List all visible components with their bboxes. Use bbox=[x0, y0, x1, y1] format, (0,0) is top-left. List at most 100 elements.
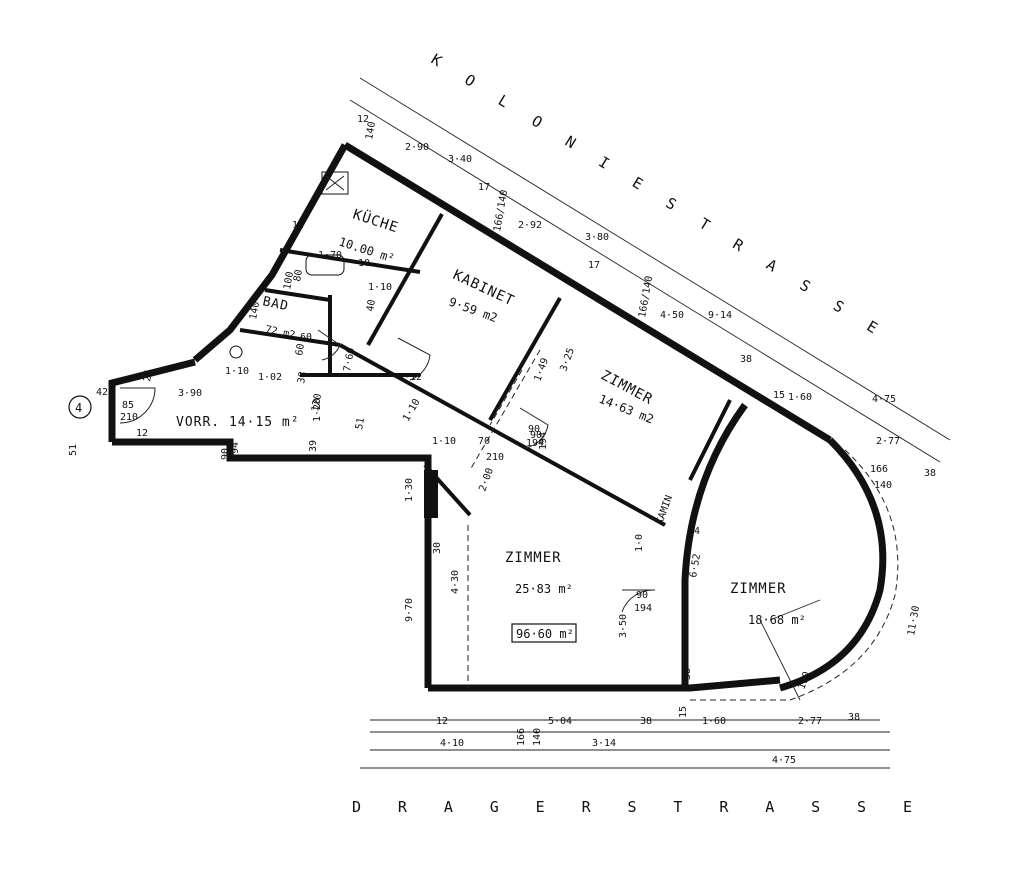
dimension-label: 1·60 bbox=[788, 392, 812, 403]
dimension-label: 25 bbox=[142, 369, 155, 383]
dimension-labels-bottom: 12 5·04 38 15 1·60 2·77 38 4·10 166 140 … bbox=[436, 706, 860, 766]
dimension-label: 3·25 bbox=[558, 347, 577, 373]
dimension-label: 2·77 bbox=[798, 716, 822, 727]
dimension-label: 12 bbox=[357, 114, 369, 125]
room-zimmer-a: ZIMMER 14·63 m2 bbox=[597, 367, 656, 426]
dimension-label: 2·77 bbox=[876, 436, 900, 447]
dimension-label: 1·10 bbox=[401, 397, 423, 423]
dimension-label: 90 bbox=[530, 430, 542, 441]
street-name-bottom: DRAGERSTRASSE bbox=[352, 798, 912, 816]
dimension-label: 210 bbox=[486, 452, 504, 463]
dimension-label: 3·80 bbox=[585, 232, 609, 243]
dimension-label: 1·0 bbox=[634, 534, 645, 552]
dimension-label: 1·30 bbox=[404, 478, 415, 502]
dimension-label: 140 bbox=[248, 301, 262, 321]
dimension-label: 100 bbox=[282, 271, 296, 291]
room-area-zimmer-b: 25·83 m² bbox=[515, 582, 573, 596]
dimension-label: 70 bbox=[478, 436, 490, 447]
room-label-zimmer-b: ZIMMER bbox=[505, 550, 562, 566]
room-label-vorr: VORR. 14·15 m² bbox=[176, 415, 300, 430]
dimension-label: 1·20 bbox=[312, 398, 323, 422]
dimension-label: 90 bbox=[220, 448, 231, 460]
dimension-label: 190 bbox=[796, 670, 813, 691]
dimension-label: 166/140 bbox=[492, 189, 510, 232]
dimension-label: 4·12 bbox=[398, 372, 422, 383]
dimension-label: 51 bbox=[68, 444, 79, 456]
dimension-label: 9·70 bbox=[404, 598, 415, 622]
dimension-labels-top: 12 140 2·90 3·40 17 166/140 2·92 3·80 17… bbox=[357, 114, 936, 491]
dimension-label: 140 bbox=[874, 480, 892, 491]
dimension-label: 38 bbox=[740, 354, 752, 365]
dimension-label: 4·10 bbox=[440, 738, 464, 749]
dimension-label: 51 bbox=[354, 417, 367, 431]
dimension-label: 39 bbox=[308, 440, 319, 452]
total-area: 96·60 m² bbox=[516, 627, 574, 641]
dimension-label: 1·02 bbox=[258, 372, 282, 383]
room-label-zimmer-c: ZIMMER bbox=[730, 581, 787, 597]
dimension-label: 4·75 bbox=[772, 755, 796, 766]
dimension-label: 4·50 bbox=[660, 310, 684, 321]
kitchen-stove-icon bbox=[321, 171, 349, 195]
dimension-label: 4·30 bbox=[450, 570, 461, 594]
dimension-label: 15 bbox=[678, 706, 689, 718]
room-bad: BAD 72 m2 bbox=[261, 294, 296, 341]
dimension-label: 166/140 bbox=[637, 275, 655, 318]
dimension-label: 5·04 bbox=[548, 716, 572, 727]
dimension-label: 166 bbox=[870, 464, 888, 475]
dimension-label: 12 bbox=[436, 716, 448, 727]
dimension-label: 38 bbox=[682, 668, 693, 680]
dimension-label: 2·00 bbox=[477, 467, 496, 493]
dimension-label: 3·40 bbox=[448, 154, 472, 165]
street-lines bbox=[349, 77, 951, 769]
room-kabinet: KABINET 9·59 m2 bbox=[447, 267, 517, 325]
dimension-label: 38 bbox=[640, 716, 652, 727]
walls bbox=[108, 142, 887, 692]
dimension-label: 2·90 bbox=[405, 142, 429, 153]
unit-marker-number: 4 bbox=[75, 401, 82, 415]
dimension-label: 194 bbox=[526, 438, 544, 449]
dimension-label: 38 bbox=[848, 712, 860, 723]
dimension-label: 85 bbox=[122, 400, 134, 411]
dimension-label: 1·49 bbox=[532, 357, 551, 383]
dimension-label: 194 bbox=[634, 603, 652, 614]
toilet-icon bbox=[229, 345, 243, 359]
dimension-label: 38 bbox=[924, 468, 936, 479]
inner-walls bbox=[239, 213, 732, 527]
dimension-label: 17 bbox=[588, 260, 600, 271]
dimension-label: 64 bbox=[688, 526, 700, 537]
dimension-label: 7·60 bbox=[342, 347, 357, 373]
room-label-kueche: KÜCHE bbox=[351, 205, 401, 237]
dimension-label: 17 bbox=[478, 182, 490, 193]
dimension-label: 1·10 bbox=[368, 282, 392, 293]
dimension-label: 4·75 bbox=[872, 394, 896, 405]
dimension-label: 9·14 bbox=[708, 310, 732, 321]
room-kueche: KÜCHE 10.00 m² bbox=[337, 205, 401, 266]
dashed-lines bbox=[467, 349, 899, 701]
dimension-label: 12 bbox=[136, 428, 148, 439]
dimension-label: 3·14 bbox=[592, 738, 616, 749]
dimension-label: 2·92 bbox=[518, 220, 542, 231]
room-area-zimmer-c: 18·68 m² bbox=[748, 613, 806, 627]
dimension-label: 3·90 bbox=[178, 388, 202, 399]
room-area-bad: 72 m2 bbox=[264, 324, 296, 341]
bay-radials bbox=[759, 599, 821, 701]
door-swings bbox=[119, 329, 656, 613]
dimension-label: 90 bbox=[528, 424, 540, 435]
dimension-label: 140 bbox=[532, 728, 543, 746]
dimension-label: 60 bbox=[294, 343, 307, 357]
dimension-label: 1·60 bbox=[702, 716, 726, 727]
dimension-label: 30 bbox=[432, 542, 443, 554]
dimension-label: 194 bbox=[230, 442, 241, 460]
dimension-label: 80 bbox=[292, 269, 305, 283]
dimension-label: 90 bbox=[636, 590, 648, 601]
dimension-label: 60 bbox=[300, 332, 312, 343]
dimension-label: 42 bbox=[96, 387, 108, 398]
unit-marker: 4 bbox=[68, 395, 92, 419]
dimension-label: 1·10 bbox=[432, 436, 456, 447]
dimension-label: 3·50 bbox=[618, 614, 629, 638]
dimension-label: 40 bbox=[365, 299, 378, 313]
dimension-label: 38 bbox=[296, 371, 309, 385]
dimension-label: 12 bbox=[292, 220, 304, 231]
dimension-label: 1·10 bbox=[225, 366, 249, 377]
room-zimmer-b: ZIMMER 25·83 m² bbox=[505, 550, 573, 596]
